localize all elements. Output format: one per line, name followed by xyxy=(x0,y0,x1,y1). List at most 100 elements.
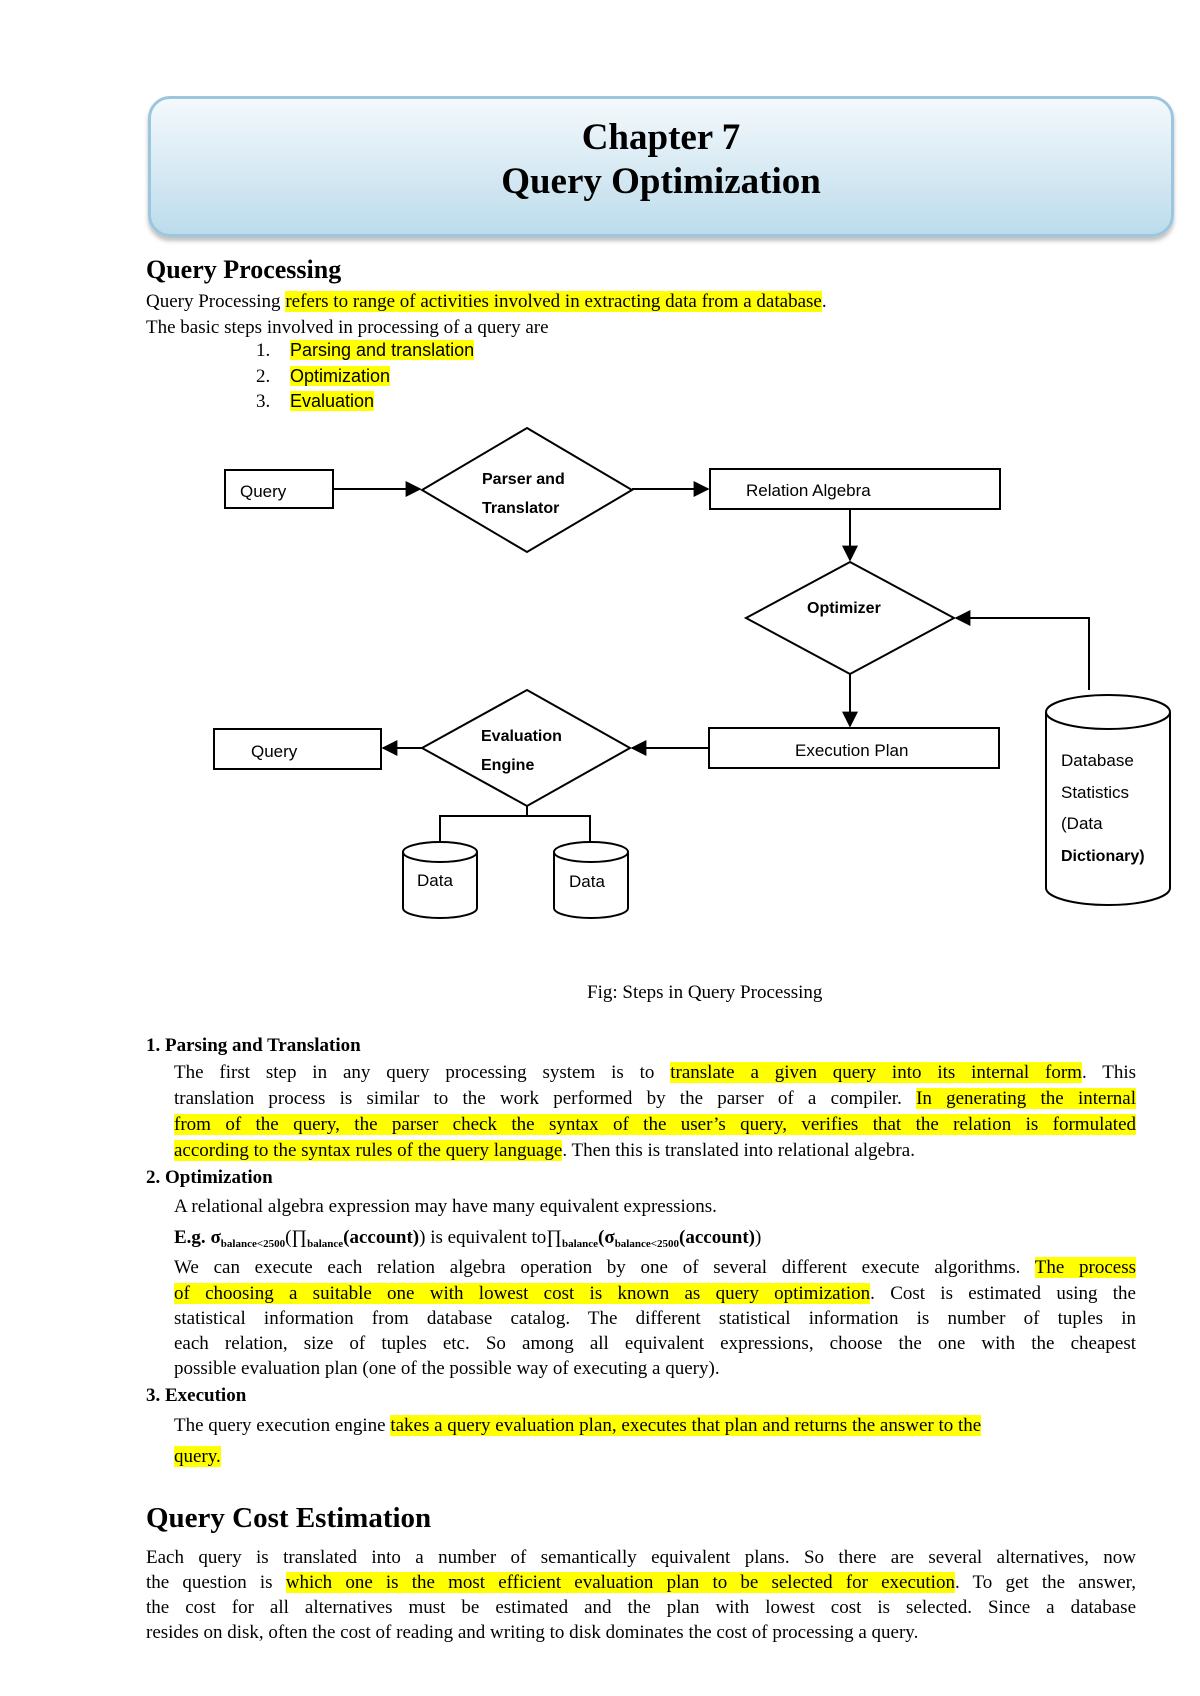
optimization-line-7: possible evaluation plan (one of the pos… xyxy=(174,1358,720,1379)
chapter-title-box: Chapter 7 Query Optimization xyxy=(148,96,1174,237)
execution-heading: 3. Execution xyxy=(146,1385,247,1406)
execution-plan-label: Execution Plan xyxy=(795,741,908,760)
step-item: 3. Evaluation xyxy=(256,391,375,413)
step-number: 2. xyxy=(256,366,271,387)
text: is equivalent to xyxy=(425,1227,547,1248)
execution-line-2: query. xyxy=(174,1444,221,1470)
paren: ) xyxy=(755,1227,762,1248)
cost-line-4: resides on disk, often the cost of readi… xyxy=(146,1622,919,1643)
query-input-label: Query xyxy=(240,482,287,501)
subscript: balance<2500 xyxy=(614,1238,680,1250)
step-item: 1. Parsing and translation xyxy=(256,340,475,362)
highlight: takes a query evaluation plan, executes … xyxy=(390,1415,982,1436)
intro-text: Query Processing xyxy=(146,291,286,312)
data2-label: Data xyxy=(569,872,605,891)
step-number: 3. xyxy=(256,391,271,412)
chapter-title: Query Optimization xyxy=(501,161,821,202)
optimization-line-5: statistical information from database ca… xyxy=(174,1308,1136,1329)
connector-engine-data1 xyxy=(439,806,528,842)
cost-line-2: the question is which one is the most ef… xyxy=(146,1570,1136,1596)
parser-label-line2: Translator xyxy=(482,500,559,517)
highlight: of choosing a suitable one with lowest c… xyxy=(174,1283,871,1304)
data-cylinder-2 xyxy=(553,841,629,919)
highlight: In generating the internal xyxy=(916,1088,1136,1109)
pi: (∏ xyxy=(285,1227,308,1248)
step-label: Parsing and translation xyxy=(290,340,475,360)
text: The first step in any query processing s… xyxy=(174,1062,671,1083)
subscript: balance xyxy=(561,1238,599,1250)
eg-label: E.g. xyxy=(174,1227,206,1248)
text: We can execute each relation algebra ope… xyxy=(174,1257,1035,1278)
parsing-heading: 1. Parsing and Translation xyxy=(146,1035,361,1056)
step-label: Evaluation xyxy=(290,391,375,411)
cost-line-3: the cost for all alternatives must be es… xyxy=(146,1597,1136,1618)
db-label-line3: (Data xyxy=(1061,814,1103,833)
optimization-heading: 2. Optimization xyxy=(146,1167,273,1188)
steps-intro: The basic steps involved in processing o… xyxy=(146,317,549,338)
data-cylinder-1 xyxy=(402,841,478,919)
db-label-line1: Database xyxy=(1061,751,1134,770)
text: . Cost is estimated using the xyxy=(870,1283,1136,1304)
optimization-line-6: each relation, size of tuples etc. So am… xyxy=(174,1333,1136,1354)
text: . Then this is translated into relationa… xyxy=(562,1140,915,1161)
section-heading-query-processing: Query Processing xyxy=(146,255,342,284)
step-label: Optimization xyxy=(290,366,391,386)
query-processing-diagram: Query Parser and Translator Relation Alg… xyxy=(213,426,1171,919)
database-statistics-cylinder xyxy=(1045,694,1171,906)
subscript: balance xyxy=(307,1238,344,1250)
highlight: which one is the most efficient evaluati… xyxy=(285,1572,955,1593)
parser-translator-diamond xyxy=(420,426,634,554)
paren: ) xyxy=(419,1227,426,1248)
step-number: 1. xyxy=(256,340,271,361)
execution-plan-box xyxy=(708,727,1000,769)
pi: ∏ xyxy=(546,1227,562,1248)
sigma: (σ xyxy=(598,1227,615,1248)
query-output-label: Query xyxy=(251,742,298,761)
parsing-line-3: from of the query, the parser check the … xyxy=(174,1112,1136,1138)
evaluation-engine-diamond xyxy=(419,688,633,808)
parsing-line-2: translation process is similar to the wo… xyxy=(174,1086,1136,1112)
text: . To get the answer, xyxy=(954,1572,1136,1593)
highlight: translate a given query into its interna… xyxy=(670,1062,1082,1083)
parser-label-line1: Parser and xyxy=(482,471,565,488)
parsing-line-4: according to the syntax rules of the que… xyxy=(174,1138,915,1164)
highlight: according to the syntax rules of the que… xyxy=(174,1140,563,1161)
optimizer-diamond xyxy=(743,560,957,676)
optimization-line-4: of choosing a suitable one with lowest c… xyxy=(174,1281,1136,1307)
db-label-line4: Dictionary) xyxy=(1061,848,1145,865)
text: . This xyxy=(1081,1062,1137,1083)
section-heading-query-cost: Query Cost Estimation xyxy=(146,1502,432,1534)
optimizer-label: Optimizer xyxy=(807,600,881,617)
relation: (account) xyxy=(343,1227,420,1248)
step-item: 2. Optimization xyxy=(256,366,391,388)
eval-label-line1: Evaluation xyxy=(481,728,562,745)
text: translation process is similar to the wo… xyxy=(174,1088,917,1109)
intro-end: . xyxy=(821,291,827,312)
execution-line-1: The query execution engine takes a query… xyxy=(174,1413,982,1439)
optimization-line-1: A relational algebra expression may have… xyxy=(174,1196,717,1217)
data1-label: Data xyxy=(417,871,453,890)
optimization-line-3: We can execute each relation algebra ope… xyxy=(174,1255,1136,1281)
chapter-number: Chapter 7 xyxy=(581,117,741,158)
arrow-stats-to-optimizer xyxy=(954,610,1090,690)
highlight: from of the query, the parser check the … xyxy=(174,1114,1136,1135)
intro-highlight: refers to range of activities involved i… xyxy=(285,291,822,312)
connector-engine-data2 xyxy=(527,815,591,842)
query-output-box xyxy=(213,728,382,770)
sigma: σ xyxy=(210,1227,221,1248)
highlight: query. xyxy=(174,1446,221,1467)
subscript: balance<2500 xyxy=(220,1238,286,1250)
figure-caption: Fig: Steps in Query Processing xyxy=(587,982,823,1003)
eval-label-line2: Engine xyxy=(481,757,534,774)
optimization-example: E.g. σbalance<2500(∏balance(account)) is… xyxy=(174,1225,761,1258)
relation-algebra-box xyxy=(709,468,1001,510)
parsing-line-1: The first step in any query processing s… xyxy=(174,1060,1136,1086)
intro-paragraph: Query Processing refers to range of acti… xyxy=(146,289,827,315)
relation-algebra-label: Relation Algebra xyxy=(746,481,871,500)
highlight: The process xyxy=(1034,1257,1136,1278)
relation: (account) xyxy=(679,1227,755,1248)
text: the question is xyxy=(146,1572,286,1593)
cost-line-1: Each query is translated into a number o… xyxy=(146,1547,1136,1568)
db-label-line2: Statistics xyxy=(1061,783,1129,802)
text: The query execution engine xyxy=(174,1415,391,1436)
